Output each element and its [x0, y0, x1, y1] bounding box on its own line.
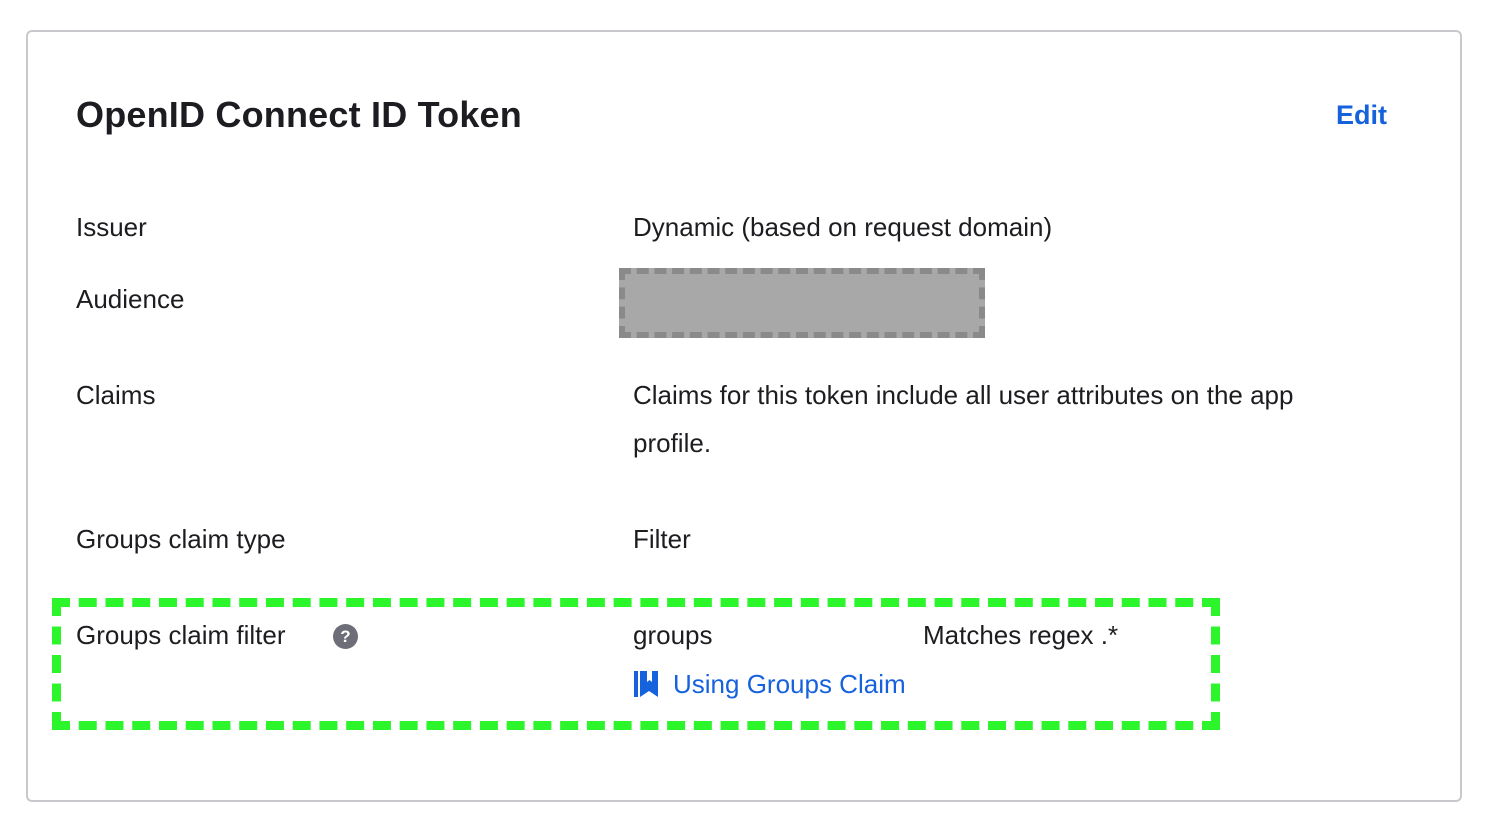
- groups-filter-expression: Matches regex .*: [923, 620, 1119, 650]
- audience-value-redacted: [619, 268, 985, 338]
- issuer-label: Issuer: [76, 212, 147, 242]
- edit-button[interactable]: Edit: [1336, 100, 1387, 130]
- question-circle-icon[interactable]: ?: [333, 624, 358, 649]
- oidc-token-card: [26, 30, 1462, 802]
- book-icon: [634, 671, 658, 697]
- groups-claim-filter-highlight: [52, 598, 1220, 730]
- issuer-value: Dynamic (based on request domain): [633, 212, 1053, 242]
- claims-value-line1: Claims for this token include all user a…: [633, 380, 1294, 410]
- groups-claim-name: groups: [633, 620, 713, 650]
- using-groups-claim-link-label: Using Groups Claim: [673, 668, 906, 699]
- using-groups-claim-link[interactable]: Using Groups Claim: [634, 660, 906, 708]
- groups-claim-type-value: Filter: [633, 524, 691, 554]
- groups-claim-type-label: Groups claim type: [76, 524, 286, 554]
- claims-label: Claims: [76, 380, 156, 410]
- claims-value-line2: profile.: [633, 428, 712, 458]
- groups-claim-filter-label: Groups claim filter: [76, 620, 286, 650]
- audience-label: Audience: [76, 284, 185, 314]
- card-title: OpenID Connect ID Token: [76, 94, 522, 135]
